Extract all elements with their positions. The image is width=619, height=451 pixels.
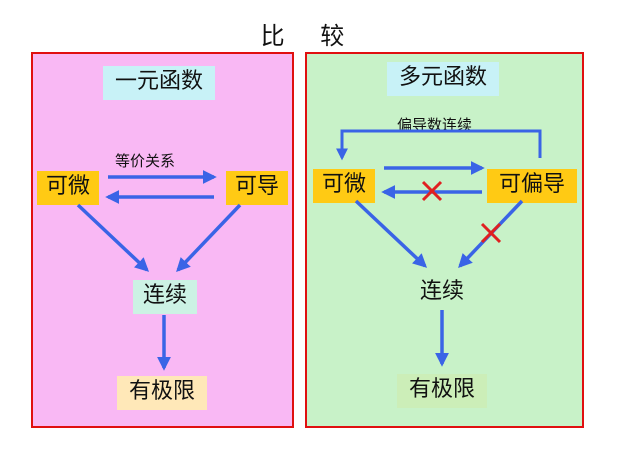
node-partial-derivable: 可偏导	[487, 169, 577, 203]
arrow-differentiable-to-continuous-left	[76, 203, 150, 272]
node-differentiable-left: 可微	[37, 171, 99, 205]
arrow-partial-continuous-to-differentiable	[336, 129, 542, 161]
panel-single-variable: 一元函数 等价关系 可微 可导 连续 有极限	[31, 52, 294, 428]
label-equivalence: 等价关系	[115, 152, 176, 170]
heading-single-variable: 一元函数	[103, 66, 215, 100]
node-has-limit-right: 有极限	[397, 374, 487, 408]
cross-mark-differentiable	[421, 180, 443, 202]
node-continuous-right: 连续	[419, 279, 464, 304]
node-derivable-left: 可导	[226, 171, 288, 205]
cross-mark-continuous	[480, 222, 502, 244]
arrow-derivable-to-continuous-left	[176, 203, 242, 273]
node-differentiable-right: 可微	[313, 169, 375, 203]
node-continuous-left: 连续	[133, 280, 197, 314]
diagram-title: 比 较	[260, 22, 359, 50]
arrow-differentiable-to-continuous-right	[354, 199, 428, 268]
node-has-limit-left: 有极限	[117, 376, 207, 410]
heading-multivariable: 多元函数	[387, 62, 499, 96]
